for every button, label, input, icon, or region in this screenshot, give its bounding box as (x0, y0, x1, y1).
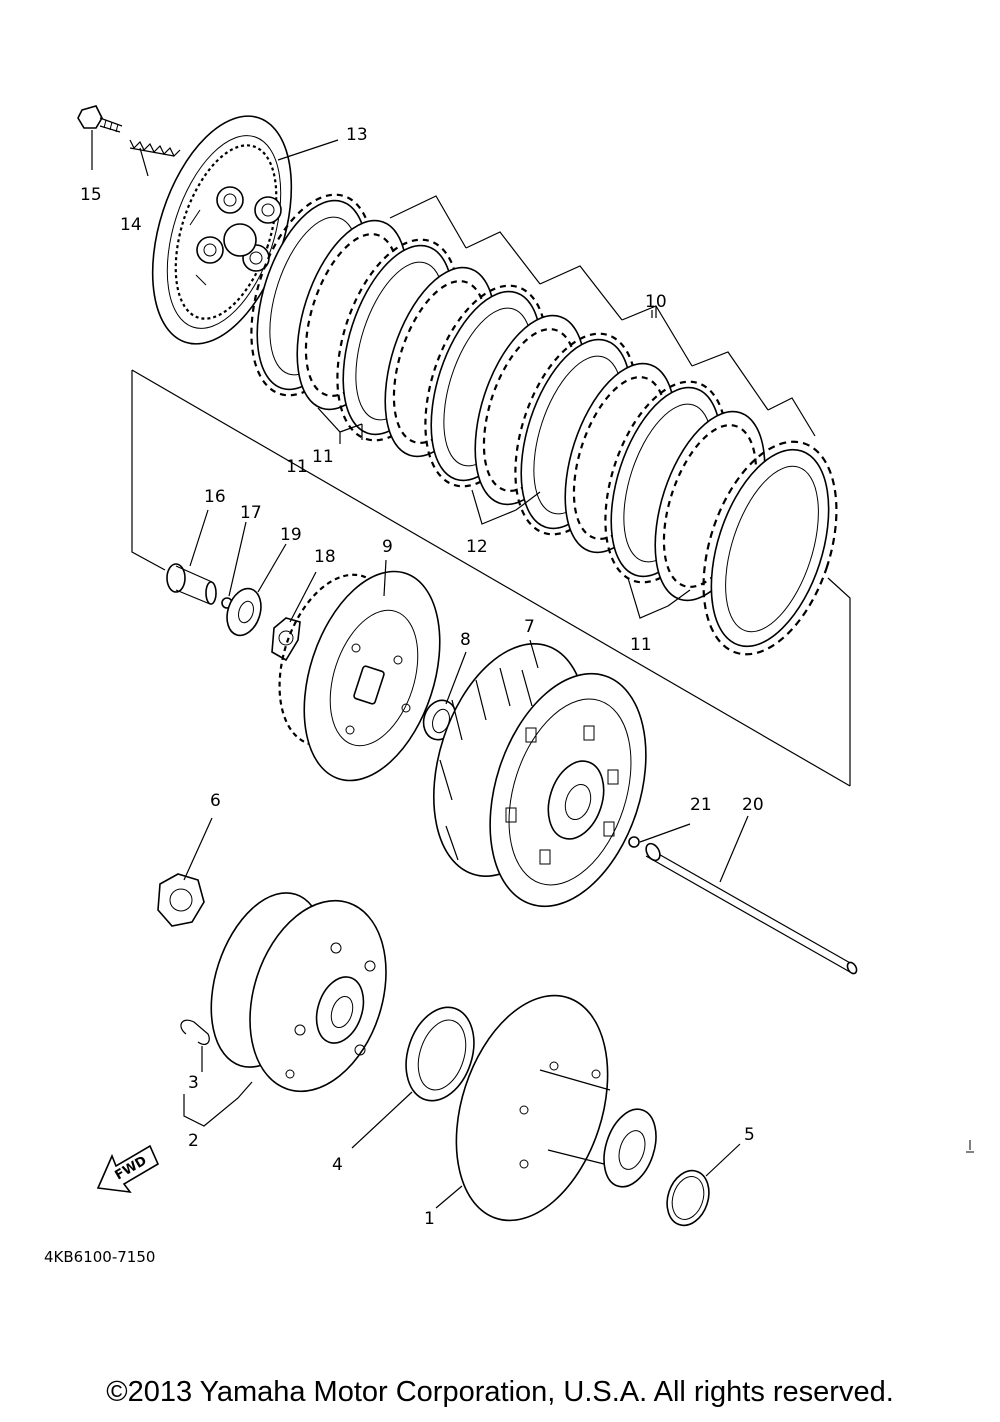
callout-2: 2 (188, 1131, 199, 1151)
push-rod-16 (166, 563, 217, 605)
one-way-clutch-2 (210, 892, 387, 1093)
callout-16: 16 (204, 487, 226, 507)
callout-6: 6 (210, 791, 221, 811)
callout-12: 12 (466, 537, 488, 557)
callout-8: 8 (460, 630, 471, 650)
callout-21: 21 (690, 795, 712, 815)
friction-plate-stack (250, 193, 838, 656)
bearing-19 (226, 587, 262, 637)
callout-brackets (131, 195, 851, 787)
callout-20: 20 (742, 795, 764, 815)
callout-13: 13 (346, 125, 368, 145)
push-rod-20 (645, 842, 858, 975)
diagram-code: 4KB6100-7150 (44, 1248, 155, 1266)
callout-1: 1 (424, 1209, 435, 1229)
callout-11-a: 11 (312, 447, 334, 467)
clutch-housing-7 (432, 643, 647, 908)
callout-3: 3 (188, 1073, 199, 1093)
pin-3 (180, 1019, 210, 1046)
callout-18: 18 (314, 547, 336, 567)
callout-15: 15 (80, 185, 102, 205)
callout-5: 5 (744, 1125, 755, 1145)
callout-9: 9 (382, 537, 393, 557)
callout-14: 14 (120, 215, 142, 235)
callout-11-c: 11 (630, 635, 652, 655)
clutch-boss-9 (278, 570, 441, 782)
leader-lines (91, 130, 749, 1209)
callout-19: 19 (280, 525, 302, 545)
bearing-4 (405, 1006, 475, 1102)
callout-7: 7 (524, 617, 535, 637)
lock-washer-18 (271, 617, 301, 662)
clutch-spring-14 (129, 139, 181, 158)
callout-4: 4 (332, 1155, 343, 1175)
o-ring-5 (666, 1169, 710, 1227)
callout-11-b: 11 (286, 457, 308, 477)
callout-10: 10 (645, 292, 667, 312)
fwd-arrow-icon: FWD (96, 1144, 160, 1194)
edge-mark (966, 1140, 974, 1153)
primary-driven-gear-1 (455, 994, 657, 1222)
callout-labels: 13 14 15 10 11 12 11 16 17 19 18 9 8 7 1… (80, 125, 764, 1229)
copyright-footer: ©2013 Yamaha Motor Corporation, U.S.A. A… (106, 1376, 894, 1408)
bolt-15 (77, 105, 123, 133)
ball-21 (628, 836, 640, 848)
callout-17: 17 (240, 503, 262, 523)
pressure-plate-13 (151, 115, 293, 345)
nut-6 (157, 873, 205, 927)
